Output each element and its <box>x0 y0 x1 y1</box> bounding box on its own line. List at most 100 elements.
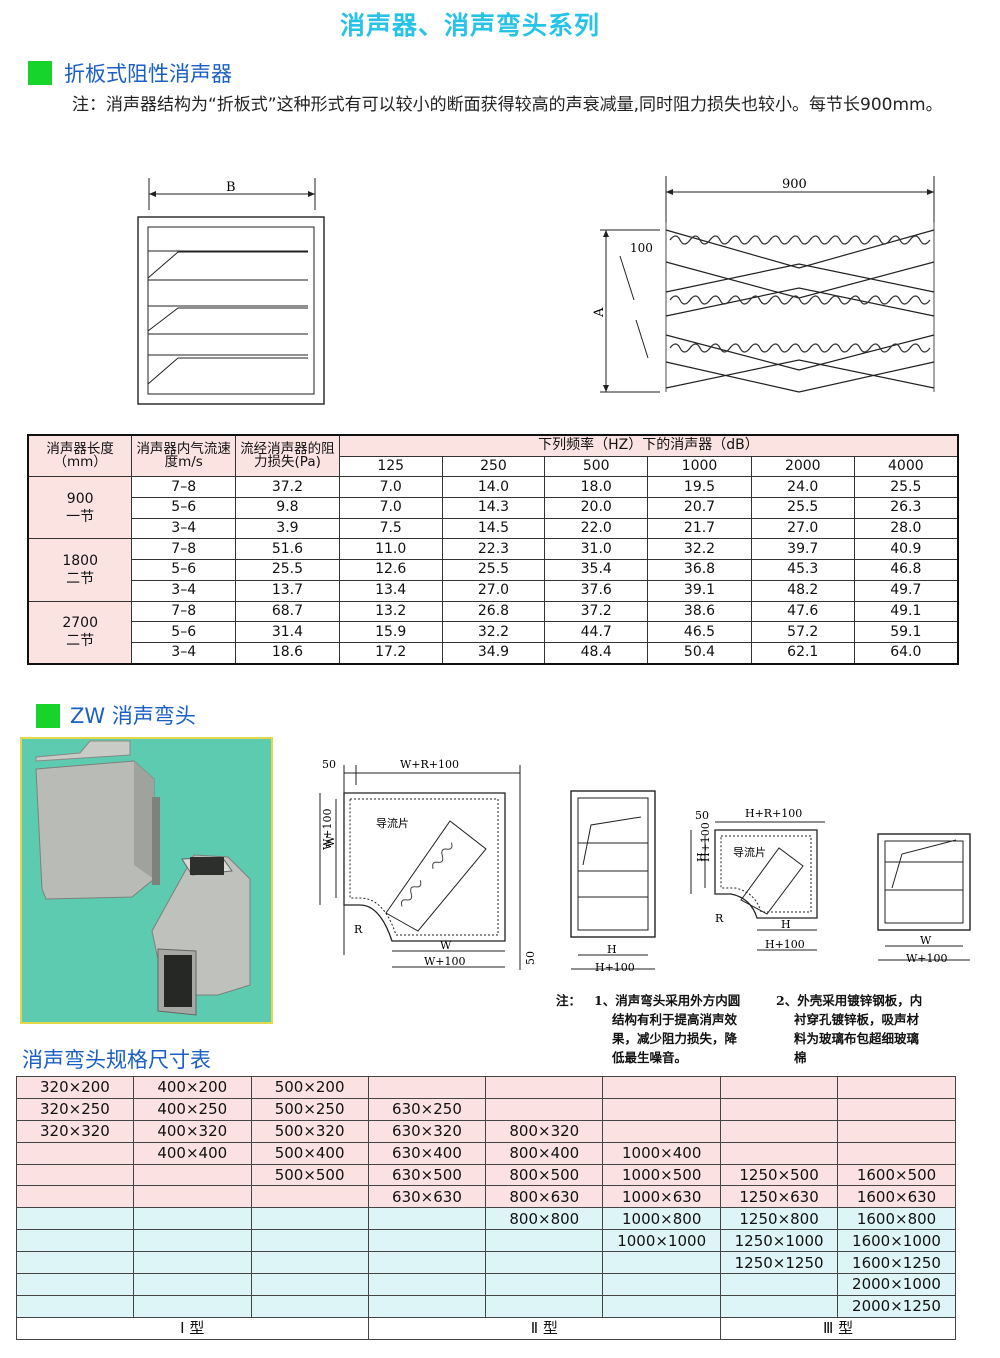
size-cell: 500×320 <box>250 1119 369 1143</box>
size-cell <box>367 1229 487 1253</box>
guide-vane-label: 导流片 <box>376 816 409 830</box>
size-cell: 400×250 <box>132 1097 252 1121</box>
section-count: 二节 <box>66 570 95 587</box>
baffle-front-diagram: B <box>137 178 325 405</box>
table-cell: 27.0 <box>441 579 546 602</box>
length-value: 2700 <box>62 615 98 632</box>
dim-label-w-bottom: W <box>440 939 452 952</box>
note-2-line3: 料为玻璃布包超细玻璃 <box>794 1031 920 1046</box>
size-cell: 320×320 <box>16 1119 134 1143</box>
size-cell: 630×250 <box>367 1097 487 1121</box>
table-cell: 15.9 <box>338 621 443 643</box>
length-label-900: 900 <box>782 177 807 192</box>
size-cell: 630×320 <box>367 1119 487 1143</box>
size-cell: 500×500 <box>250 1163 369 1187</box>
table-cell: 37.6 <box>544 579 649 602</box>
dim-label-h-bottom: H <box>781 918 791 931</box>
table-cell: 20.0 <box>544 497 649 519</box>
size-cell <box>602 1097 722 1121</box>
radius-label-small: R <box>715 912 724 925</box>
dim-label-50-right: 50 <box>524 951 537 965</box>
dim-label-50: 50 <box>322 758 336 771</box>
size-cell <box>16 1207 134 1231</box>
table-cell: 64.0 <box>853 641 959 665</box>
size-cell <box>16 1273 134 1296</box>
table-cell: 49.7 <box>853 579 959 602</box>
section1-note: 注：消声器结构为“折板式”这种形式有可以较小的断面获得较高的声衰减量,同时阻力损… <box>72 95 943 115</box>
section1-title: 折板式阻性消声器 <box>64 62 232 86</box>
table-cell: 14.3 <box>441 497 546 519</box>
section2-title: ZW 消声弯头 <box>70 704 196 728</box>
table-cell: 14.0 <box>441 476 546 499</box>
table-cell: 46.8 <box>853 559 959 581</box>
table-cell: 3–4 <box>131 579 237 602</box>
size-cell: 400×400 <box>132 1141 252 1165</box>
table-cell: 7–8 <box>131 476 237 499</box>
size-cell <box>837 1076 956 1099</box>
size-cell: 2000×1250 <box>837 1294 956 1318</box>
freq-header: 250 <box>441 455 546 478</box>
table2-title: 消声弯头规格尺寸表 <box>22 1048 211 1072</box>
size-cell: 800×630 <box>485 1185 604 1209</box>
table-cell: 12.6 <box>338 559 443 581</box>
section-count: 二节 <box>66 633 95 650</box>
size-cell: 1250×800 <box>720 1207 839 1231</box>
size-cell <box>720 1273 839 1296</box>
table-cell: 25.5 <box>441 559 546 581</box>
note-2: 2、外壳采用镀锌钢板，内 衬穿孔镀锌板，吸声材 料为玻璃布包超细玻璃 棉 <box>776 991 976 1067</box>
table-cell: 25.5 <box>235 559 340 581</box>
size-cell <box>602 1251 722 1275</box>
table-cell: 28.0 <box>853 517 959 540</box>
size-cell <box>367 1273 487 1296</box>
width-label-b: B <box>226 180 236 195</box>
elbow-product-photo <box>20 737 273 1024</box>
size-cell: 1000×1000 <box>602 1229 722 1253</box>
freq-header: 500 <box>544 455 649 478</box>
size-cell <box>132 1185 252 1209</box>
header-frequency: 下列频率（HZ）下的消声器（dB） <box>338 434 959 457</box>
size-cell <box>16 1294 134 1318</box>
size-cell <box>250 1273 369 1296</box>
table-cell: 48.2 <box>750 579 855 602</box>
guide-vane-label-small: 导流片 <box>733 845 766 859</box>
table-cell: 25.5 <box>853 476 959 499</box>
size-cell: 1000×400 <box>602 1141 722 1165</box>
size-cell <box>16 1141 134 1165</box>
size-cell: 800×400 <box>485 1141 604 1165</box>
table-cell: 18.0 <box>544 476 649 499</box>
size-cell: 1000×630 <box>602 1185 722 1209</box>
note-1-line1: 1、消声弯头采用外方内圆 <box>594 993 741 1008</box>
size-cell: 400×200 <box>132 1076 252 1099</box>
silencer-performance-table: 消声器长度（mm） 消声器内气流速度m/s 流经消声器的阻力损失(Pa) 下列频… <box>27 434 959 665</box>
table-cell: 50.4 <box>647 641 752 665</box>
table-cell: 24.0 <box>750 476 855 499</box>
elbow-section-w: W W+100 <box>877 833 971 965</box>
elbow-diagram-small: 50 H+R+100 H+100 H H+R+100 导流片 R H H+100 <box>690 807 825 951</box>
size-cell: 500×400 <box>250 1141 369 1165</box>
table-cell: 49.1 <box>853 600 959 623</box>
size-cell <box>367 1294 487 1318</box>
size-cell <box>367 1207 487 1231</box>
header-resistance: 流经消声器的阻力损失(Pa) <box>235 434 340 478</box>
dim-label-50-small: 50 <box>695 809 709 822</box>
size-cell <box>485 1097 604 1121</box>
size-cell <box>837 1119 956 1143</box>
size-cell <box>720 1119 839 1143</box>
section-marker <box>28 61 52 85</box>
dim-label-w-100-section: W+100 <box>906 952 948 965</box>
table-cell: 31.0 <box>544 538 649 561</box>
size-cell: 800×800 <box>485 1207 604 1231</box>
size-cell <box>250 1251 369 1275</box>
size-cell <box>132 1251 252 1275</box>
dim-label-h-100-bottom: H+100 <box>765 938 805 951</box>
